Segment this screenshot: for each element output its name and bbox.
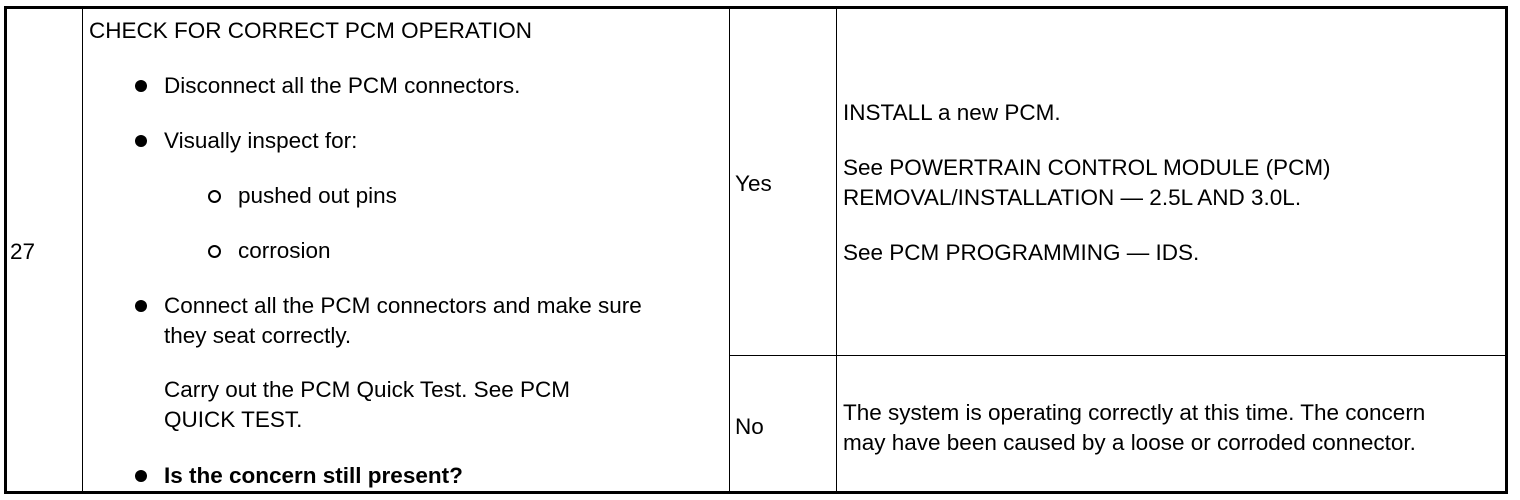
diagnostic-table: 27 CHECK FOR CORRECT PCM OPERATION Disco… <box>4 6 1508 494</box>
circle-bullet-icon <box>208 245 221 258</box>
column-divider <box>729 9 730 491</box>
bullet-icon <box>135 300 147 312</box>
yes-label: Yes <box>735 171 772 196</box>
inspect-item-pins: pushed out pins <box>238 183 397 208</box>
no-action-line2: may have been caused by a loose or corro… <box>843 430 1416 455</box>
circle-bullet-icon <box>208 190 221 203</box>
bullet-icon <box>135 80 147 92</box>
bullet-icon <box>135 135 147 147</box>
yes-action-see-pcm-line1: See POWERTRAIN CONTROL MODULE (PCM) <box>843 155 1331 180</box>
yes-action-install: INSTALL a new PCM. <box>843 100 1061 125</box>
yes-action-programming: See PCM PROGRAMMING — IDS. <box>843 240 1200 265</box>
question-text: Is the concern still present? <box>164 463 463 488</box>
column-divider <box>82 9 83 491</box>
yes-action-see-pcm-line2: REMOVAL/INSTALLATION — 2.5L AND 3.0L. <box>843 185 1302 210</box>
row-divider <box>729 355 1505 356</box>
step-title: CHECK FOR CORRECT PCM OPERATION <box>89 18 532 43</box>
action-disconnect: Disconnect all the PCM connectors. <box>164 73 521 98</box>
column-divider <box>836 9 837 491</box>
no-action-line1: The system is operating correctly at thi… <box>843 400 1426 425</box>
action-connect-line2: they seat correctly. <box>164 323 352 348</box>
quicktest-line2: QUICK TEST. <box>164 407 303 432</box>
quicktest-line1: Carry out the PCM Quick Test. See PCM <box>164 377 570 402</box>
no-label: No <box>735 414 764 439</box>
action-inspect: Visually inspect for: <box>164 128 358 153</box>
action-connect-line1: Connect all the PCM connectors and make … <box>164 293 642 318</box>
inspect-item-corrosion: corrosion <box>238 238 331 263</box>
step-number: 27 <box>10 239 36 264</box>
bullet-icon <box>135 470 147 482</box>
